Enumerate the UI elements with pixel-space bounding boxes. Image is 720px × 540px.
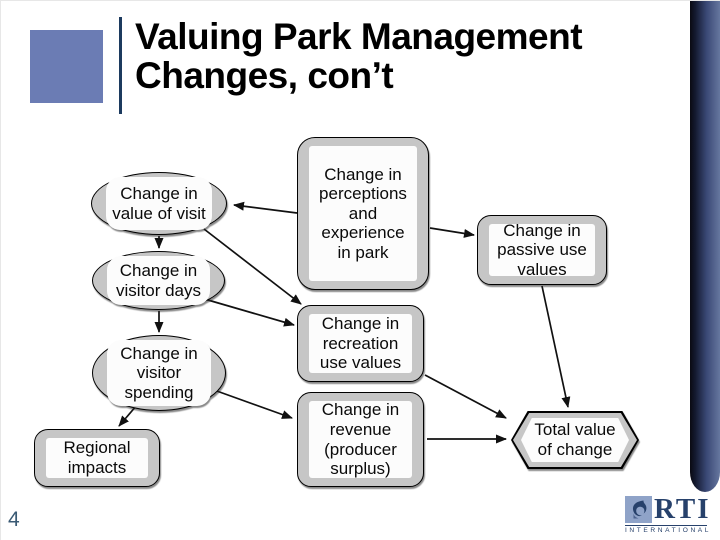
node-text-panel	[107, 256, 210, 305]
edge-perceptions-to-passive_use	[429, 227, 475, 238]
rti-logo-name: RTI	[654, 493, 711, 526]
node-label: Total value of change	[534, 420, 616, 459]
node-change-in-value-of-visit: Change in value of visit	[91, 172, 227, 235]
edge-recreation-to-total_value	[424, 374, 507, 419]
accent-square	[30, 30, 103, 103]
node-label: Change in visitor spending	[120, 343, 198, 402]
node-change-in-revenue: Change in revenue (producer surplus)	[297, 392, 424, 487]
node-label: Regional impacts	[63, 438, 131, 477]
side-accent-bar	[690, 1, 720, 492]
node-change-in-visitor-days: Change in visitor days	[92, 251, 225, 310]
edge-passive_use-to-total_value	[541, 285, 571, 408]
node-regional-impacts: Regional impacts	[34, 429, 160, 487]
node-change-in-visitor-spending: Change in visitor spending	[92, 335, 226, 411]
rti-logo-divider	[625, 525, 707, 526]
rti-logo-subtitle: INTERNATIONAL	[625, 527, 712, 534]
node-text-panel	[489, 224, 595, 276]
node-label: Change in value of visit	[112, 183, 206, 223]
node-text-panel	[106, 177, 212, 230]
node-change-in-recreation-use-values: Change in recreation use values	[297, 305, 424, 382]
node-label: Change in passive use values	[497, 220, 587, 279]
node-change-in-perceptions: Change in perceptions and experience in …	[297, 137, 429, 290]
rti-logo: RTI INTERNATIONAL	[625, 495, 712, 534]
node-text-panel	[46, 438, 148, 478]
node-total-value-of-change: Total value of change	[511, 411, 639, 469]
node-label: Change in revenue (producer surplus)	[321, 400, 400, 479]
node-text-panel	[309, 401, 412, 478]
node-text-panel	[309, 314, 412, 373]
node-label: Change in recreation use values	[319, 314, 402, 373]
node-label: Change in perceptions and experience in …	[319, 164, 407, 262]
rti-swirl-icon	[625, 496, 652, 523]
node-text-panel	[107, 340, 211, 406]
node-change-in-passive-use-values: Change in passive use values	[477, 215, 607, 285]
node-label: Change in visitor days	[115, 260, 202, 300]
page-number: 4	[8, 508, 20, 531]
page-title: Valuing Park Management Changes, con’t	[135, 16, 583, 97]
node-text-panel	[309, 146, 417, 281]
title-divider-rule	[119, 17, 122, 114]
edge-perceptions-to-value_of_visit	[233, 201, 298, 214]
node-text-panel	[521, 418, 629, 462]
rti-logo-row: RTI	[625, 495, 709, 524]
